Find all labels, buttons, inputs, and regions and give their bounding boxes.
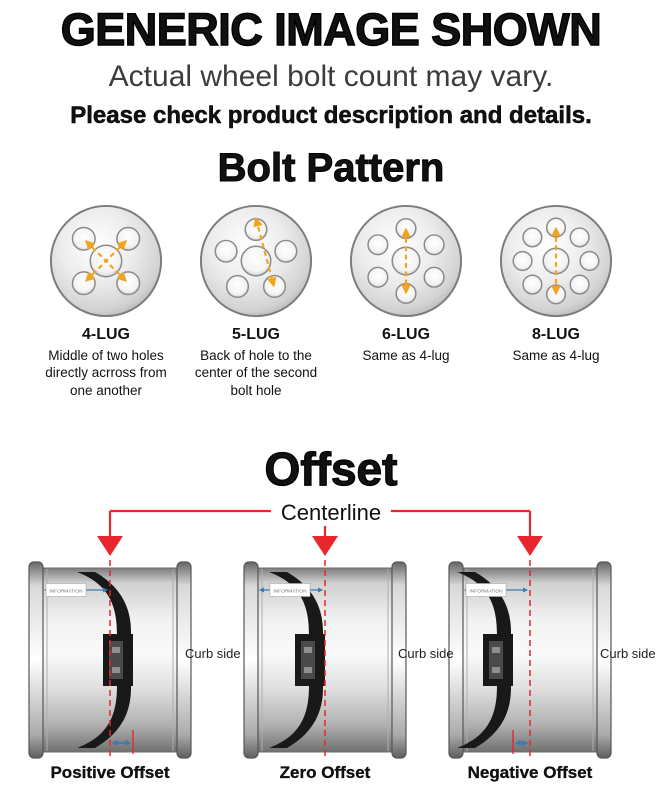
- bolt-pattern-label: 5-LUG: [232, 326, 280, 343]
- positive-offset-diagram: INFORMATION: [25, 560, 195, 760]
- centerline-label: Centerline: [270, 500, 392, 526]
- curb-side-label: Curb side: [398, 646, 454, 661]
- measure-guide-line: [84, 239, 128, 283]
- bolt-pattern-description: Same as 4-lug: [512, 348, 600, 363]
- bolt-pattern-description: Back of hole to the center of the second…: [194, 348, 318, 398]
- centerline-marker-icon: [312, 536, 338, 556]
- bolt-pattern-title: Bolt Pattern: [217, 146, 445, 191]
- centerline-marker-icon: [97, 536, 123, 556]
- zero-offset-label: Zero Offset: [279, 763, 371, 782]
- bolt-wheel-8lug-icon: [499, 204, 613, 318]
- negative-offset-label: Negative Offset: [467, 763, 593, 782]
- bolt-wheel-6lug-icon: [349, 204, 463, 318]
- bolt-pattern-description: Middle of two holes directly acrross fro…: [45, 348, 167, 398]
- bolt-pattern-row: 4-LUG Middle of two holes directly acrro…: [0, 202, 662, 399]
- barrel-tag-box: [45, 583, 87, 597]
- negative-offset-diagram: INFORMATION: [445, 560, 615, 760]
- page-subtitle: Actual wheel bolt count may vary.: [108, 60, 554, 93]
- barrel-tag-box: [269, 583, 311, 597]
- page-note: Please check product description and det…: [70, 102, 592, 130]
- barrel-tag-text: INFORMATION: [273, 589, 307, 595]
- barrel-tag-text: INFORMATION: [469, 589, 503, 595]
- barrel-tag-box: [465, 583, 507, 597]
- bolt-wheel-4lug-icon: [49, 204, 163, 318]
- curb-side-label: Curb side: [600, 646, 656, 661]
- measure-guide-line: [253, 216, 277, 288]
- bolt-pattern-label: 6-LUG: [382, 326, 430, 343]
- bolt-pattern-description: Same as 4-lug: [362, 348, 450, 363]
- barrel-tag-text: INFORMATION: [49, 589, 83, 595]
- offset-title: Offset: [264, 442, 398, 495]
- bolt-pattern-item-4lug: 4-LUG Middle of two holes directly acrro…: [43, 202, 169, 399]
- bolt-pattern-label: 8-LUG: [532, 326, 580, 343]
- centerline-marker-icon: [517, 536, 543, 556]
- bolt-pattern-item-6lug: 6-LUG Same as 4-lug: [343, 202, 469, 399]
- bolt-wheel-5lug-icon: [199, 204, 313, 318]
- zero-offset-diagram: INFORMATION: [240, 560, 410, 760]
- positive-offset-label: Positive Offset: [50, 763, 170, 782]
- bolt-pattern-item-5lug: 5-LUG Back of hole to the center of the …: [193, 202, 319, 399]
- page-title: GENERIC IMAGE SHOWN: [60, 3, 602, 55]
- curb-side-label: Curb side: [185, 646, 241, 661]
- bolt-pattern-label: 4-LUG: [82, 326, 130, 343]
- bolt-pattern-item-8lug: 8-LUG Same as 4-lug: [493, 202, 619, 399]
